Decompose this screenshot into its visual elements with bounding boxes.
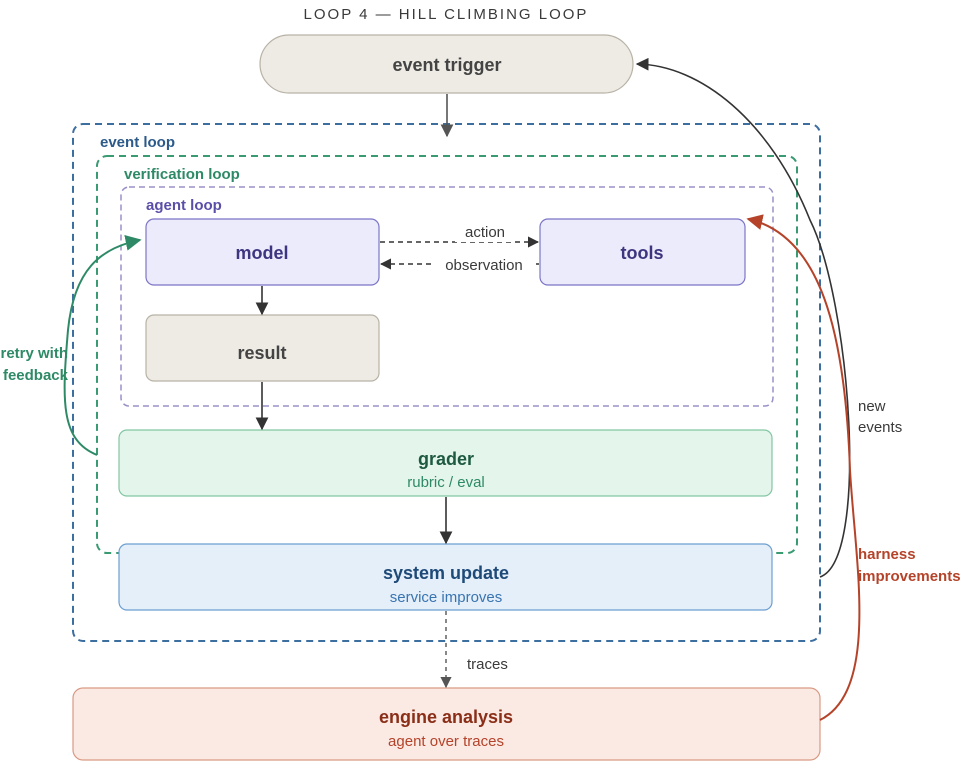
- observation-label-bg: [432, 256, 536, 276]
- arrow-retry-with-feedback: [63, 234, 142, 456]
- arrow-new-events: [635, 57, 851, 578]
- event-trigger-title: event trigger: [392, 55, 501, 75]
- agent-loop-label: agent loop: [146, 197, 222, 214]
- grader-title: grader: [418, 449, 474, 469]
- retry-label-line2: feedback: [3, 367, 69, 384]
- tools-node: [539, 218, 746, 286]
- system-update-title: system update: [383, 563, 509, 583]
- tools-title: tools: [621, 243, 664, 263]
- verification-loop-label: verification loop: [124, 166, 240, 183]
- event-loop-label: event loop: [100, 134, 175, 151]
- engine-analysis-subtitle: agent over traces: [388, 733, 504, 750]
- grader-subtitle: rubric / eval: [407, 474, 485, 491]
- action-label: action: [465, 224, 505, 241]
- model-node: [145, 218, 380, 286]
- system-update-subtitle: service improves: [390, 589, 503, 606]
- diagram-title: LOOP 4 — HILL CLIMBING LOOP: [304, 6, 589, 23]
- arrow-harness-improvements: [746, 214, 861, 721]
- harness-label-line1: harness: [858, 546, 916, 563]
- grader-node: [118, 429, 773, 497]
- agent-loop-frame: [120, 186, 774, 407]
- engine-analysis-title: engine analysis: [379, 707, 513, 727]
- retry-label-line1: retry with: [0, 345, 68, 362]
- observation-label: observation: [445, 257, 523, 274]
- new-events-label-line1: new: [858, 398, 886, 415]
- model-title: model: [235, 243, 288, 263]
- result-title: result: [237, 343, 286, 363]
- traces-label: traces: [467, 656, 508, 673]
- event-trigger-node: [259, 34, 634, 94]
- new-events-label-line2: events: [858, 419, 902, 436]
- harness-label-line2: improvements: [858, 568, 961, 585]
- action-label-bg: [455, 222, 515, 242]
